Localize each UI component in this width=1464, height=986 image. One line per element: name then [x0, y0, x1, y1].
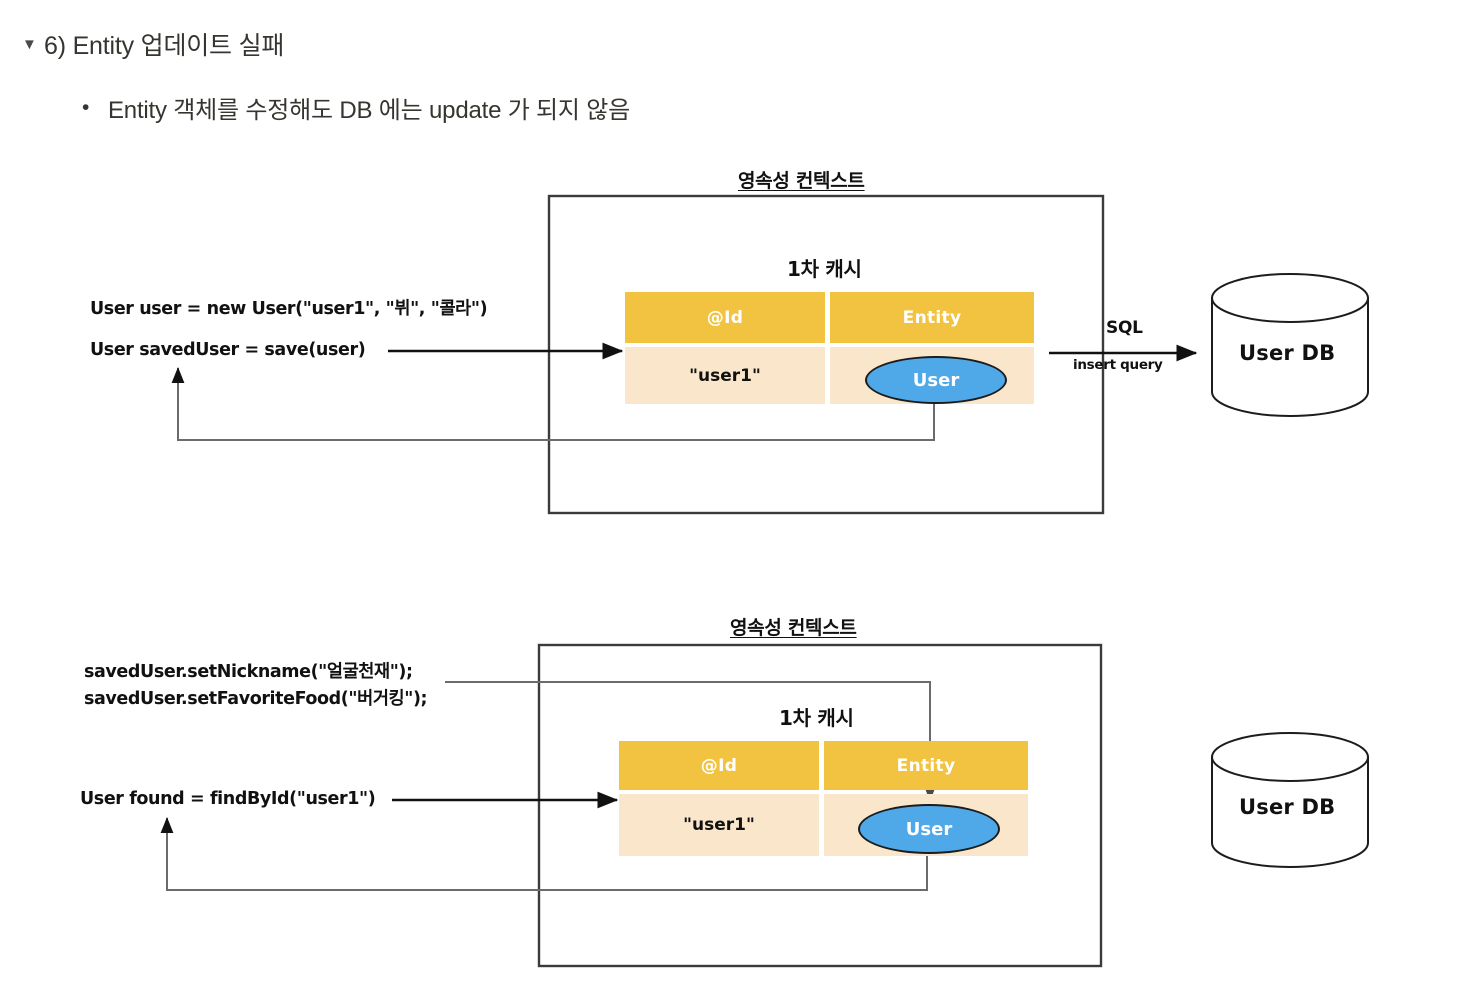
bullet-text: Entity 객체를 수정해도 DB 에는 update 가 되지 않음 — [108, 97, 631, 124]
table-header-entity-1: Entity — [830, 292, 1034, 343]
user-db-label-1: User DB — [1239, 341, 1336, 365]
code-line-find-by-id: User found = findById("user1") — [80, 789, 376, 809]
found-return-arrow — [160, 817, 928, 891]
outline-bullet-row: • Entity 객체를 수정해도 DB 에는 update 가 되지 않음 — [82, 90, 630, 125]
first-level-cache-title-1: 1차 캐시 — [787, 257, 862, 281]
code-line-set-favorite-food: savedUser.setFavoriteFood("버거킹"); — [84, 689, 428, 709]
outline-heading-row: ▼ 6) Entity 업데이트 실패 — [22, 26, 284, 62]
entity-user-node-2: User — [858, 804, 1000, 854]
table-cell-id-2: "user1" — [619, 794, 819, 856]
table-cell-id-1: "user1" — [625, 347, 825, 404]
persistence-context-title-2: 영속성 컨텍스트 — [730, 617, 857, 639]
code-line-save-user: User savedUser = save(user) — [90, 340, 366, 360]
sql-label: SQL — [1106, 318, 1143, 338]
user-db-cylinder-2 — [1211, 732, 1369, 868]
code-line-set-nickname: savedUser.setNickname("얼굴천재"); — [84, 662, 413, 682]
code-line-new-user: User user = new User("user1", "뷔", "콜라") — [90, 299, 488, 319]
table-header-id-1: @Id — [625, 292, 825, 343]
sql-sublabel-insert-query: insert query — [1073, 357, 1163, 373]
user-db-label-2: User DB — [1239, 795, 1336, 819]
collapse-toggle-icon[interactable]: ▼ — [22, 35, 37, 53]
bullet-icon: • — [82, 96, 90, 119]
persistence-context-box-1 — [547, 194, 1105, 515]
persistence-context-box-2 — [537, 643, 1103, 968]
entity-user-node-1: User — [865, 356, 1007, 404]
table-header-entity-2: Entity — [824, 741, 1028, 790]
user-db-cylinder-1 — [1211, 273, 1369, 417]
table-header-id-2: @Id — [619, 741, 819, 790]
saved-user-return-arrow — [171, 367, 935, 441]
page-title: 6) Entity 업데이트 실패 — [44, 32, 285, 60]
persistence-context-title-1: 영속성 컨텍스트 — [738, 170, 865, 192]
diagram-save-flow: 영속성 컨텍스트 1차 캐시 @Id Entity "user1" User U… — [90, 170, 1369, 515]
first-level-cache-title-2: 1차 캐시 — [779, 706, 854, 730]
